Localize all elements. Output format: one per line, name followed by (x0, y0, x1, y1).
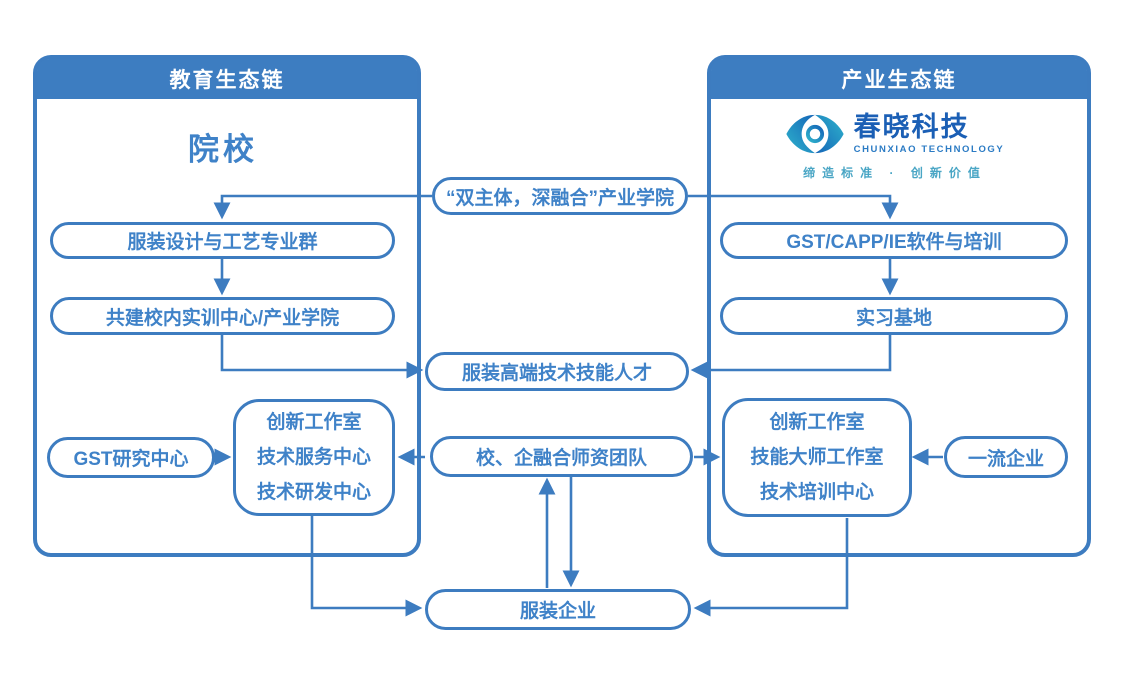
box-software-training: GST/CAPP/IE软件与培训 (720, 222, 1068, 259)
industry-center-line-3: 技术培训中心 (759, 482, 874, 503)
logo-company-name-en: CHUNXIAO TECHNOLOGY (853, 144, 1005, 155)
logo-company-name: 春晓科技 (853, 112, 970, 142)
box-major-group: 服装设计与工艺专业群 (50, 222, 395, 259)
education-center-line-3: 技术研发中心 (256, 482, 371, 503)
industry-center-line-1: 创新工作室 (769, 412, 865, 433)
industry-chain-panel: 产业生态链 (707, 55, 1091, 557)
education-chain-header-label: 教育生态链 (169, 69, 285, 92)
logo-swirl-icon (785, 113, 844, 155)
box-high-end-talent: 服装高端技术技能人才 (425, 352, 689, 391)
logo-tagline: 缔造标准 · 创新价值 (803, 166, 987, 180)
industry-chain-header: 产业生态链 (711, 59, 1087, 99)
education-chain-header: 教育生态链 (37, 59, 417, 99)
box-internship-base: 实习基地 (720, 297, 1068, 335)
box-teacher-team: 校、企融合师资团队 (430, 436, 693, 477)
box-gst-research: GST研究中心 (47, 437, 215, 478)
box-training-center: 共建校内实训中心/产业学院 (50, 297, 395, 335)
college-title: 院校 (188, 132, 258, 167)
box-dual-subject-academy: “双主体，深融合”产业学院 (432, 177, 688, 215)
education-center-line-1: 创新工作室 (266, 412, 362, 433)
box-industry-centers: 创新工作室 技能大师工作室 技术培训中心 (722, 398, 912, 517)
industry-chain-header-label: 产业生态链 (841, 69, 957, 92)
education-center-line-2: 技术服务中心 (256, 447, 371, 468)
industry-center-line-2: 技能大师工作室 (750, 447, 884, 468)
box-first-class-enterprise: 一流企业 (944, 436, 1068, 478)
box-education-centers: 创新工作室 技术服务中心 技术研发中心 (233, 399, 395, 516)
education-chain-panel: 教育生态链 (33, 55, 421, 557)
box-garment-company: 服装企业 (425, 589, 691, 630)
company-logo: 春晓科技 CHUNXIAO TECHNOLOGY 缔造标准 · 创新价值 (707, 112, 1083, 181)
